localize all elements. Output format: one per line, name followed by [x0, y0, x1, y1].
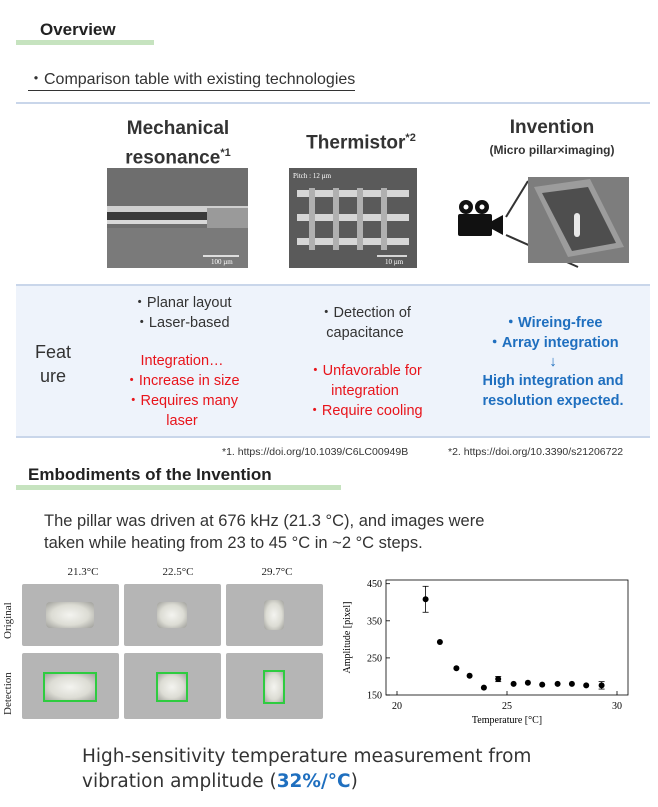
thermistor-sem-image: Pitch : 12 µm 10 µm: [289, 168, 417, 268]
original-image-2: [124, 584, 221, 646]
temp-label-2: 22.5°C: [162, 566, 194, 578]
photo2-scale-label: 10 µm: [385, 258, 404, 266]
feature-row-label: Feat ure: [28, 340, 78, 388]
detection-box-2: [156, 672, 188, 702]
overview-title: Overview: [40, 20, 116, 39]
header-thermistor-text: Thermistor: [306, 132, 406, 154]
conclusion-line-1: High-sensitivity temperature measurement…: [82, 746, 532, 767]
row-label-original: Original: [2, 585, 20, 645]
therm-feature-detection: ・Detection of: [319, 305, 411, 321]
x-tick-label-0: 20: [392, 701, 402, 712]
feature-label-line2: ure: [39, 366, 66, 386]
x-tick-label-2: 30: [612, 701, 622, 712]
conclusion: High-sensitivity temperature measurement…: [82, 744, 531, 794]
embodiments-underline: [16, 485, 341, 490]
mech-issue-laser-2: laser: [166, 413, 198, 429]
description-line-1: The pillar was driven at 676 kHz (21.3 °…: [44, 512, 485, 530]
original-image-3: [226, 584, 323, 646]
invention-feature-array: ・Array integration: [487, 335, 619, 351]
row-label-detection-text: Detection: [2, 672, 14, 715]
mech-issue-integration: Integration…: [140, 353, 224, 369]
data-point-10: [568, 680, 575, 687]
embodiments-title: Embodiments of the Invention: [28, 465, 272, 484]
detection-box-3: [263, 670, 285, 704]
photo1-scale-label: 100 µm: [211, 258, 233, 266]
micro-pillar-sem-image: [528, 177, 629, 263]
data-point-5: [495, 676, 502, 683]
description-line-2: taken while heating from 23 to 45 °C in …: [44, 534, 423, 552]
data-point-8: [539, 681, 546, 688]
data-point-12: [598, 682, 605, 689]
therm-features: ・Detection of capacitance ・Unfavorable f…: [270, 303, 460, 421]
reference-2: *2. https://doi.org/10.3390/s21206722: [448, 446, 624, 458]
header-mechanical-resonance: Mechanical resonance*1: [98, 117, 258, 170]
reference-1: *1. https://doi.org/10.1039/C6LC00949B: [222, 446, 409, 458]
temp-label-1: 21.3°C: [67, 566, 99, 578]
therm-feature-capacitance: capacitance: [326, 325, 404, 341]
invention-benefit-2: resolution expected.: [482, 393, 624, 409]
photo2-pitch-label: Pitch : 12 µm: [293, 172, 332, 180]
sensitivity-value: 32%/°C: [276, 771, 351, 792]
feature-label-line1: Feat: [34, 342, 72, 362]
x-tick-label-1: 25: [502, 701, 512, 712]
y-tick-label-0: 150: [367, 691, 382, 702]
y-tick-label-1: 250: [367, 653, 382, 664]
detection-image-2: [124, 653, 221, 719]
y-axis-label: Amplitude [pixel]: [342, 602, 353, 674]
video-camera-icon: [455, 197, 505, 239]
mech-issue-laser-1: ・Requires many: [125, 393, 238, 409]
invention-benefit-1: High integration and: [482, 373, 624, 389]
therm-issue-unfavorable: ・Unfavorable for: [308, 363, 422, 379]
row-label-original-text: Original: [2, 602, 14, 639]
down-arrow-icon: ↓: [549, 354, 557, 370]
row-label-detection: Detection: [2, 655, 20, 719]
therm-issue-integration: integration: [331, 383, 399, 399]
data-point-9: [554, 680, 561, 687]
data-point-11: [583, 682, 590, 689]
overview-underline: [16, 40, 154, 45]
data-point-2: [453, 665, 460, 672]
therm-issue-cooling: ・Require cooling: [307, 403, 423, 419]
header-invention: Invention (Micro pillar×imaging): [462, 117, 642, 157]
header-mech-line2: resonance: [125, 147, 221, 169]
data-point-4: [480, 684, 487, 691]
y-tick-label-2: 350: [367, 616, 382, 627]
conclusion-line-2a: vibration amplitude (: [82, 771, 277, 792]
header-invention-title: Invention: [509, 117, 595, 138]
temp-label-3: 29.7°C: [261, 566, 293, 578]
overview-subtitle: ・Comparison table with existing technolo…: [28, 65, 356, 91]
data-point-3: [466, 672, 473, 679]
data-point-7: [524, 679, 531, 686]
cantilever-sem-image: 100 µm: [107, 168, 248, 268]
header-mech-line1: Mechanical: [126, 118, 230, 139]
data-point-1: [436, 638, 443, 645]
invention-feature-wiring-free: ・Wireing-free: [503, 315, 603, 331]
data-point-0: [422, 596, 429, 603]
original-image-1: [22, 584, 119, 646]
mech-issue-size: ・Increase in size: [124, 373, 240, 389]
y-tick-label-3: 450: [367, 579, 382, 590]
invention-features: ・Wireing-free ・Array integration ↓ High …: [460, 313, 646, 411]
mech-features: ・Planar layout ・Laser-based Integration……: [92, 293, 272, 431]
header-mech-sup: *1: [220, 147, 231, 159]
detection-image-1: [22, 653, 119, 719]
mech-feature-planar: ・Planar layout: [132, 295, 232, 311]
header-thermistor: Thermistor*2: [286, 132, 436, 154]
feature-row: [16, 284, 650, 438]
data-point-6: [510, 680, 517, 687]
header-thermistor-sup: *2: [405, 132, 416, 144]
header-invention-subtitle: (Micro pillar×imaging): [489, 143, 615, 157]
detection-image-3: [226, 653, 323, 719]
detection-box-1: [43, 672, 97, 702]
conclusion-line-2c: ): [350, 771, 358, 792]
chart-frame: [385, 579, 629, 696]
mech-feature-laser: ・Laser-based: [134, 315, 230, 331]
x-axis-label: Temperature [°C]: [472, 715, 542, 726]
table-top-border: [16, 102, 650, 104]
embodiments-description: The pillar was driven at 676 kHz (21.3 °…: [44, 510, 484, 554]
